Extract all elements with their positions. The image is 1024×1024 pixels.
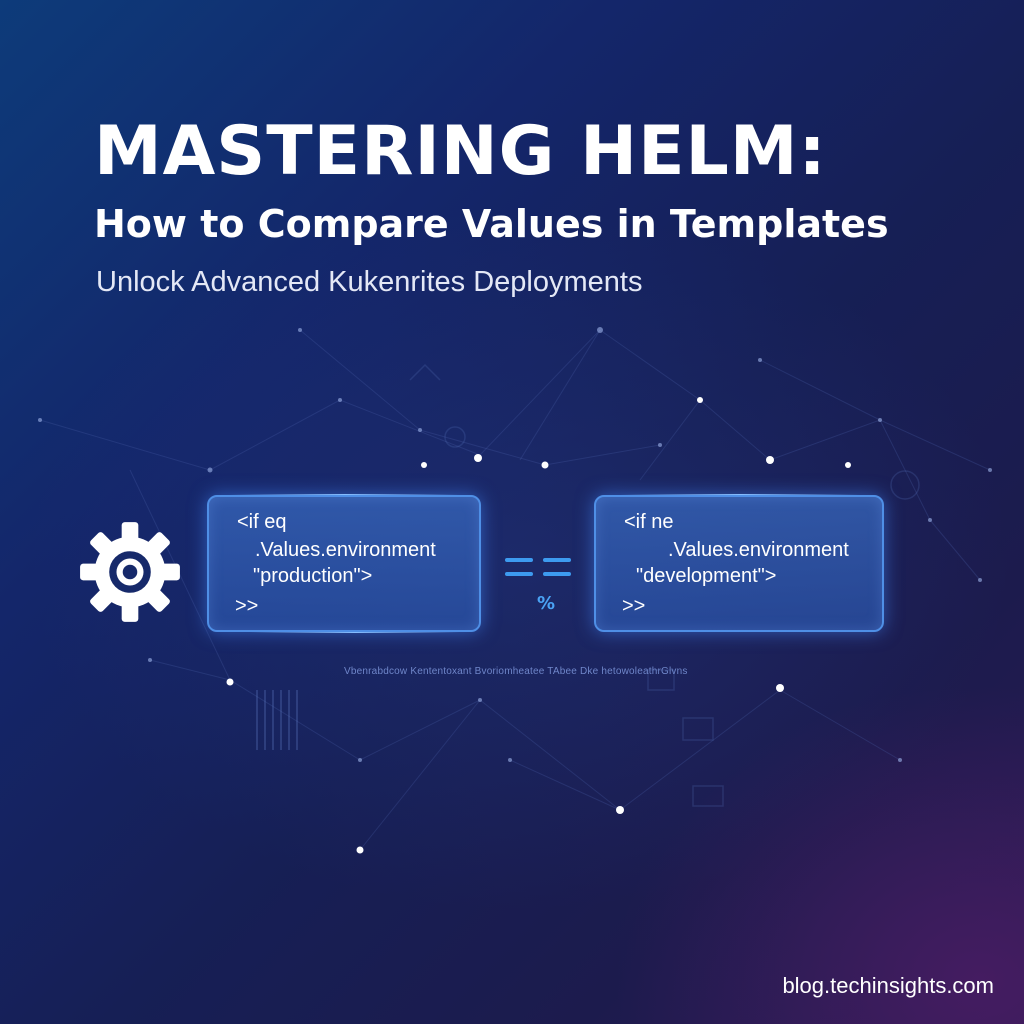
page-title: MASTERING HELM: [94,112,827,191]
page-subtitle: How to Compare Values in Templates [94,202,889,246]
code-card-right: <if ne .Values.environment "development"… [594,495,884,632]
percent-icon: % [537,593,556,614]
code-line: <if ne [624,511,674,533]
code-line: "production"> [253,565,373,587]
code-line: <if eq [237,511,287,533]
code-line: >> [622,595,646,617]
code-line: "development"> [636,565,777,587]
gear-icon [80,522,180,622]
code-card-left: <if eq .Values.environment "production">… [207,495,481,632]
code-line: >> [235,595,259,617]
code-line: .Values.environment [668,539,849,561]
card-left-bottom-glow [250,631,460,633]
code-line: .Values.environment [255,539,436,561]
tagline: Unlock Advanced Kukenrites Deployments [96,266,643,298]
equals-operator [505,552,571,580]
small-caption: Vbenrabdcow Kententoxant Bvoriomheatee T… [344,666,688,677]
site-url: blog.techinsights.com [782,973,994,998]
